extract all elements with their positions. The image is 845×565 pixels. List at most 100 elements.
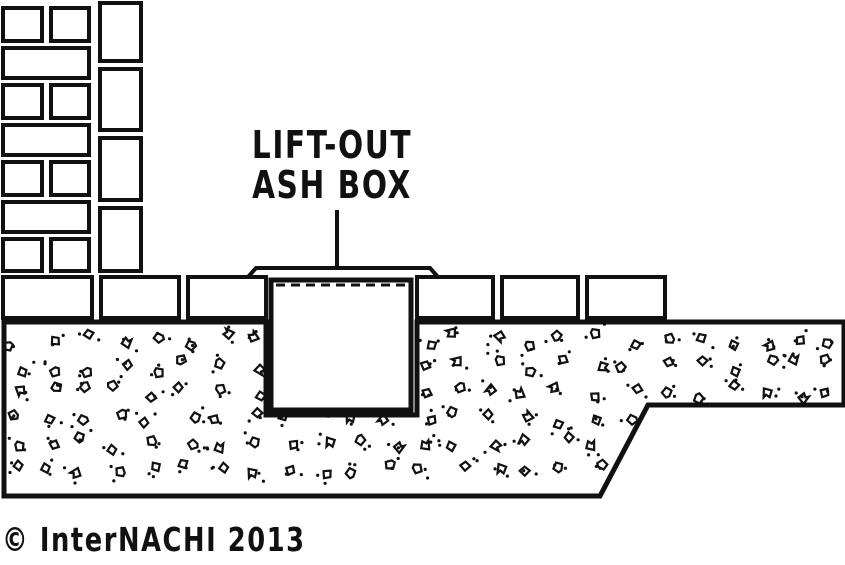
aggregate-stone <box>248 436 260 449</box>
aggregate-stone <box>380 357 391 367</box>
aggregate-dot <box>467 388 471 392</box>
aggregate-stone <box>14 440 25 452</box>
aggregate-dot <box>539 374 543 378</box>
aggregate-dot <box>584 335 588 339</box>
aggregate-stone <box>47 438 61 451</box>
aggregate-dot <box>318 432 322 436</box>
aggregate-dot <box>702 397 706 401</box>
aggregate-stone <box>344 466 357 480</box>
aggregate-stone <box>557 354 569 365</box>
aggregate-dot <box>436 339 440 343</box>
aggregate-dot <box>396 456 400 461</box>
aggregate-dot <box>594 417 598 421</box>
aggregate-stone <box>766 354 780 367</box>
aggregate-stone <box>78 381 92 394</box>
aggregate-dot <box>465 366 469 370</box>
aggregate-stone <box>819 353 832 366</box>
aggregate-dot <box>25 398 29 402</box>
aggregate-dot <box>227 391 231 395</box>
aggregate-dot <box>187 337 191 341</box>
aggregate-dot <box>336 379 340 383</box>
aggregate-dot <box>394 366 398 370</box>
aggregate-dot <box>299 473 303 477</box>
aggregate-dot <box>254 330 258 334</box>
aggregate-dot <box>768 449 772 453</box>
aggregate-dot <box>472 457 476 461</box>
aggregate-stone <box>48 366 61 378</box>
aggregate-stone <box>728 338 740 352</box>
aggregate-dot <box>640 341 644 346</box>
aggregate-stone <box>591 414 603 427</box>
aggregate-dot <box>553 463 557 467</box>
aggregate-dot <box>454 388 458 392</box>
aggregate-stone <box>120 335 134 350</box>
aggregate-dot <box>841 440 844 444</box>
aggregate-dot <box>102 446 106 450</box>
aggregate-dot <box>734 378 738 382</box>
aggregate-dot <box>350 341 354 345</box>
aggregate-stone <box>80 366 93 379</box>
aggregate-dot <box>505 474 509 478</box>
aggregate-dot <box>247 419 251 423</box>
aggregate-dot <box>606 369 610 373</box>
aggregate-stone <box>790 414 801 426</box>
aggregate-stone <box>144 391 158 404</box>
aggregate-dot <box>644 395 648 399</box>
aggregate-dot <box>692 332 696 336</box>
aggregate-stone <box>516 432 531 447</box>
aggregate-stone <box>784 432 798 448</box>
aggregate-stone <box>442 327 456 338</box>
aggregate-dot <box>280 423 284 428</box>
aggregate-dot <box>735 336 739 340</box>
aggregate-dot <box>560 338 564 342</box>
aggregate-stone <box>383 384 397 396</box>
aggregate-dot <box>59 421 63 425</box>
aggregate-stone <box>768 460 780 473</box>
aggregate-stone <box>482 382 498 397</box>
aggregate-stone <box>625 413 639 427</box>
aggregate-dot <box>123 417 127 421</box>
ash-box-flange <box>246 266 440 279</box>
aggregate-dot <box>157 363 161 367</box>
aggregate-dot <box>493 467 497 471</box>
aggregate-dot <box>653 434 657 439</box>
aggregate-dot <box>324 369 328 373</box>
aggregate-dot <box>155 331 159 336</box>
label-line-2: ASH BOX <box>252 163 412 208</box>
aggregate-dot <box>79 369 83 373</box>
aggregate-dot <box>72 413 76 417</box>
aggregate-dot <box>261 479 265 483</box>
aggregate-dot <box>296 448 300 452</box>
aggregate-stone <box>419 360 432 372</box>
aggregate-stone <box>623 461 635 473</box>
aggregate-dot <box>48 472 52 476</box>
aggregate-dot <box>316 473 320 477</box>
aggregate-dot <box>211 465 215 469</box>
aggregate-stone <box>354 433 367 447</box>
aggregate-stone <box>73 431 86 444</box>
aggregate-dot <box>793 470 797 474</box>
aggregate-dot <box>8 470 12 475</box>
aggregate-stone <box>458 460 472 473</box>
aggregate-dot <box>387 442 391 447</box>
aggregate-dot <box>317 442 321 446</box>
aggregate-dot <box>550 432 554 436</box>
aggregate-dot <box>836 477 840 481</box>
aggregate-dot <box>804 329 808 333</box>
aggregate-dot <box>441 405 445 409</box>
aggregate-dot <box>794 391 798 395</box>
aggregate-dot <box>773 439 777 443</box>
aggregate-dot <box>823 407 827 411</box>
aggregate-stone <box>189 411 202 424</box>
aggregate-dot <box>734 420 738 424</box>
aggregate-dot <box>558 391 562 396</box>
ash-box-body <box>268 277 414 413</box>
aggregate-stone <box>829 408 844 422</box>
aggregate-dot <box>486 343 490 347</box>
aggregate-dot <box>655 473 660 477</box>
aggregate-dot <box>396 446 400 450</box>
aggregate-dot <box>780 471 784 476</box>
aggregate-stone <box>650 468 665 483</box>
aggregate-stone <box>186 438 199 451</box>
aggregate-dot <box>475 459 479 463</box>
